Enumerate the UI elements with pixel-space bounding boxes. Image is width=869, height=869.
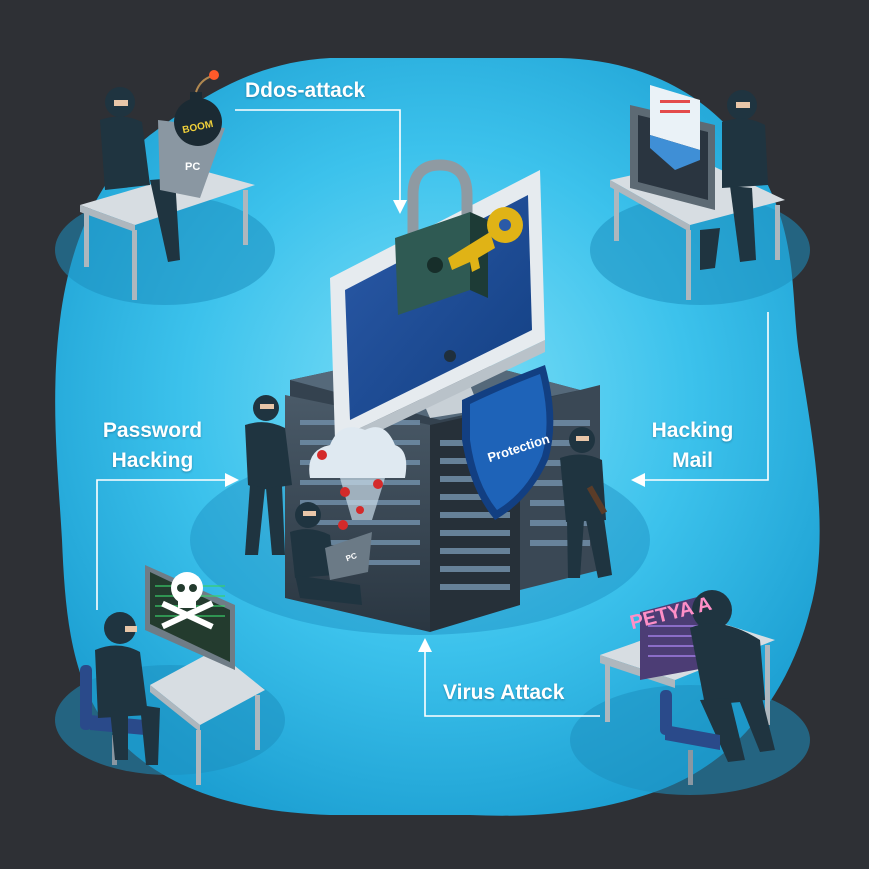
arrows	[96, 109, 769, 717]
label-ddos-text: Ddos-attack	[245, 79, 366, 102]
laptop-top-text: PC	[185, 161, 200, 173]
label-mail-line2: Mail	[672, 449, 713, 472]
laptop-small-text: PC	[345, 551, 359, 563]
label-password-line2: Hacking	[111, 449, 194, 472]
arrow-heads	[225, 200, 645, 652]
shield-icon: Protection	[462, 365, 554, 520]
envelope-icon	[650, 85, 700, 170]
arrow-mail	[640, 312, 769, 481]
hacker-server-kneeling	[290, 502, 372, 605]
bug-icon	[317, 450, 383, 530]
arrow-password	[96, 479, 230, 610]
bomb-icon: BOOM	[174, 70, 222, 146]
cloud-icon	[309, 427, 407, 520]
arrowhead-mail	[631, 473, 645, 487]
skull-icon	[161, 572, 214, 630]
key-icon	[448, 207, 523, 272]
label-virus-attack: Virus Attack	[443, 678, 564, 708]
arrowhead-ddos	[393, 200, 407, 214]
label-virus-text: Virus Attack	[443, 681, 565, 704]
arrowhead-password	[225, 473, 239, 487]
hacker-server-right	[560, 427, 612, 578]
arrow-ddos	[235, 109, 401, 205]
label-hacking-mail: Hacking Mail	[640, 416, 745, 476]
label-password-line1: Password	[102, 419, 203, 442]
arrowhead-virus	[418, 638, 432, 652]
arrow-virus	[424, 648, 600, 717]
label-mail-line1: Hacking	[651, 419, 734, 442]
label-password-hacking: Password Hacking	[90, 416, 215, 476]
label-ddos-attack: Ddos-attack	[245, 76, 365, 106]
hacker-server-left	[245, 395, 292, 555]
